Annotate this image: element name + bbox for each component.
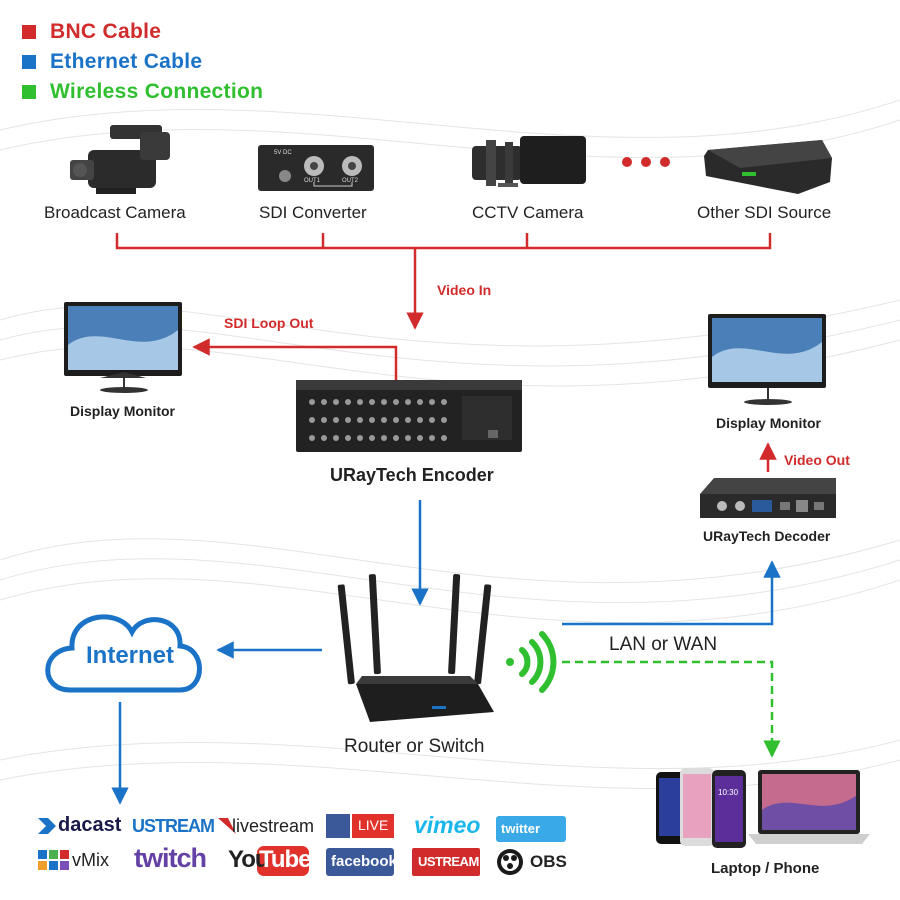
router-to-decoder-line xyxy=(562,560,781,626)
sdi-converter-icon xyxy=(258,145,374,191)
legend-label-wireless: Wireless Connection xyxy=(50,80,264,103)
ustream-tv-logo-mark xyxy=(412,848,480,876)
legend-swatch-wireless xyxy=(22,85,36,99)
label-display-monitor-right: Display Monitor xyxy=(716,415,822,431)
decoder-box-icon xyxy=(700,478,836,518)
label-sdi-loop-out: SDI Loop Out xyxy=(224,315,314,331)
logo-obs: OBS xyxy=(530,852,567,871)
display-monitor-right-icon xyxy=(708,314,826,405)
legend-item-wireless: Wireless Connection xyxy=(22,80,263,104)
logo-facebook: facebook xyxy=(331,853,397,870)
cctv-camera-icon xyxy=(472,136,586,187)
vmix-logo-mark xyxy=(38,850,69,870)
other-sdi-source-icon xyxy=(704,140,832,194)
wifi-signal-icon xyxy=(506,631,557,693)
label-video-out: Video Out xyxy=(784,452,850,468)
label-router: Router or Switch xyxy=(344,736,485,757)
facebook-logo-mark xyxy=(326,848,394,876)
logo-ustream-tv: USTREAM xyxy=(418,854,479,869)
label-sdi-converter: SDI Converter xyxy=(259,203,367,222)
youtube-logo-mark xyxy=(257,846,309,876)
label-lan-or-wan: LAN or WAN xyxy=(609,634,718,655)
logo-youtube-you: You xyxy=(228,846,270,873)
livestream-logo-mark xyxy=(218,818,236,834)
label-internet: Internet xyxy=(86,642,175,669)
internet-cloud-icon xyxy=(45,614,202,693)
logo-twitch: twitch xyxy=(134,843,207,873)
logo-facebook-live: LIVE xyxy=(358,817,389,833)
legend-label-bnc: BNC Cable xyxy=(50,20,162,43)
label-laptop-phone: Laptop / Phone xyxy=(711,860,820,877)
legend-item-ethernet: Ethernet Cable xyxy=(22,50,202,74)
label-other-sdi-source: Other SDI Source xyxy=(697,203,832,222)
wireless-to-devices-line xyxy=(562,660,781,758)
more-sources-dots xyxy=(622,157,670,167)
phones-laptop-icon xyxy=(656,768,870,848)
twitter-logo-mark xyxy=(496,816,566,842)
logo-ustream: USTREAM xyxy=(132,816,215,836)
legend-item-bnc: BNC Cable xyxy=(22,20,161,44)
logo-vimeo: vimeo xyxy=(414,812,481,838)
label-cctv-camera: CCTV Camera xyxy=(472,203,584,222)
label-broadcast-camera: Broadcast Camera xyxy=(44,203,186,222)
broadcast-camera-icon xyxy=(70,125,170,194)
label-encoder: URayTech Encoder xyxy=(330,465,494,485)
logo-vmix: vMix xyxy=(72,850,109,870)
dacast-logo-mark xyxy=(38,818,56,834)
encoder-rack-icon xyxy=(296,380,522,452)
router-icon xyxy=(337,574,494,722)
display-monitor-left-icon xyxy=(64,302,182,393)
sdi-converter-port-out2: OUT2 xyxy=(342,178,359,184)
logo-livestream: livestream xyxy=(232,816,315,836)
legend-swatch-bnc xyxy=(22,25,36,39)
sdi-converter-port-out1: OUT1 xyxy=(304,178,321,184)
label-display-monitor-left: Display Monitor xyxy=(70,403,176,419)
legend-label-ethernet: Ethernet Cable xyxy=(50,50,203,73)
logo-twitter: twitter xyxy=(501,821,540,836)
logo-dacast: dacast xyxy=(58,814,122,836)
legend-swatch-ethernet xyxy=(22,55,36,69)
obs-logo-mark xyxy=(497,849,523,875)
label-video-in: Video In xyxy=(437,282,492,298)
phone-time-text: 10:30 xyxy=(718,788,739,797)
sdi-loop-out-line xyxy=(192,338,398,380)
facebook-live-logo-mark xyxy=(326,814,394,838)
label-decoder: URayTech Decoder xyxy=(703,528,831,544)
sdi-converter-port-power: 5V DC xyxy=(274,150,292,156)
bnc-source-bus xyxy=(115,233,772,330)
logo-youtube-tube: Tube xyxy=(259,846,312,873)
